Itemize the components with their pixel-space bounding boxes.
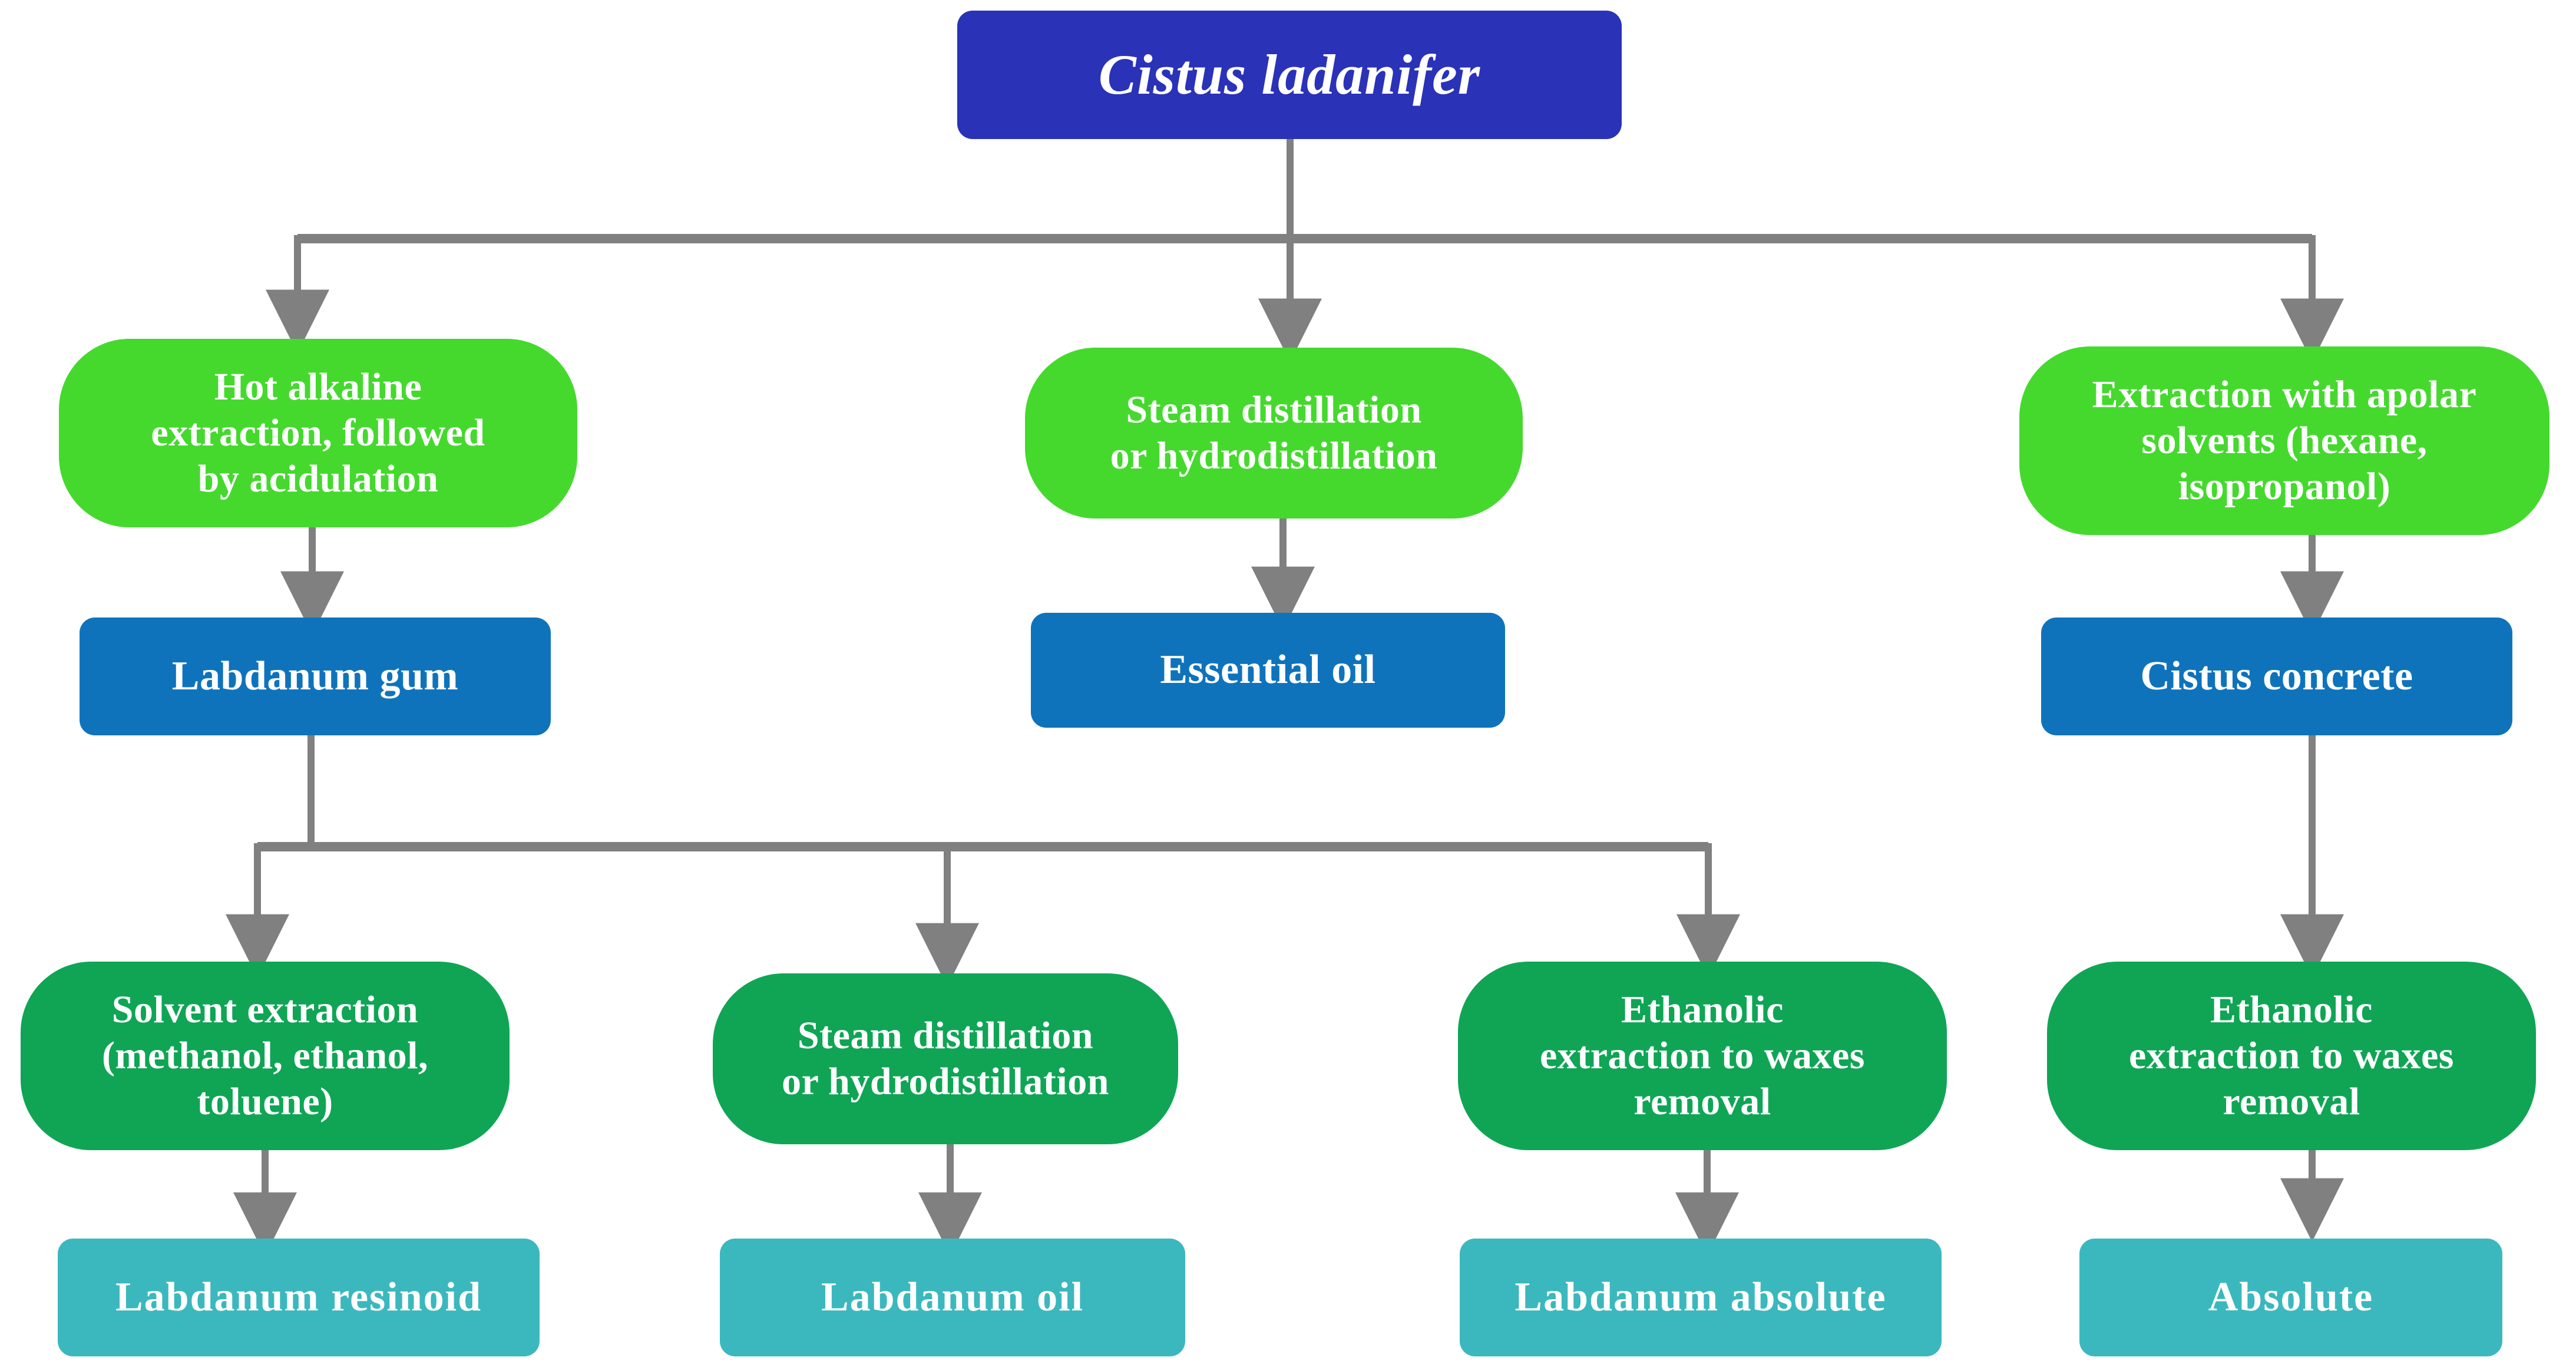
node-labdanum-oil[interactable]: Labdanum oil xyxy=(720,1239,1185,1356)
node-steam-distillation-2[interactable]: Steam distillation or hydrodistillation xyxy=(713,973,1178,1144)
node-ethanolic-extraction-2[interactable]: Ethanolic extraction to waxes removal xyxy=(2047,962,2536,1150)
node-absolute[interactable]: Absolute xyxy=(2079,1239,2502,1356)
node-labdanum-absolute[interactable]: Labdanum absolute xyxy=(1460,1239,1942,1356)
node-hot-alkaline-extraction[interactable]: Hot alkaline extraction, followed by aci… xyxy=(59,339,577,527)
node-essential-oil[interactable]: Essential oil xyxy=(1031,613,1505,728)
node-labdanum-gum[interactable]: Labdanum gum xyxy=(80,618,551,735)
node-apolar-solvent-extraction[interactable]: Extraction with apolar solvents (hexane,… xyxy=(2019,346,2549,535)
node-solvent-extraction[interactable]: Solvent extraction (methanol, ethanol, t… xyxy=(21,962,510,1150)
node-cistus-concrete[interactable]: Cistus concrete xyxy=(2041,618,2512,735)
node-steam-distillation-1[interactable]: Steam distillation or hydrodistillation xyxy=(1025,348,1523,519)
node-ethanolic-extraction-1[interactable]: Ethanolic extraction to waxes removal xyxy=(1458,962,1947,1150)
node-cistus-ladanifer[interactable]: Cistus ladanifer xyxy=(957,11,1622,139)
node-labdanum-resinoid[interactable]: Labdanum resinoid xyxy=(58,1239,540,1356)
